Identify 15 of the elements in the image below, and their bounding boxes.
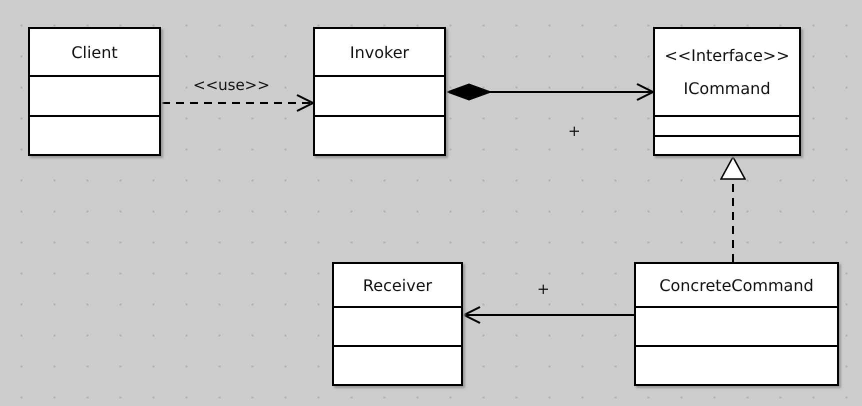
class-box: [313, 27, 446, 156]
class-box: [634, 262, 839, 386]
class-box: [332, 262, 463, 386]
class-name: Client: [71, 42, 118, 62]
realization-arrow: [720, 156, 746, 262]
stereotype: <<Interface>>: [664, 46, 790, 65]
class-box: [653, 27, 801, 156]
dependency-arrow: [162, 94, 314, 112]
class-box: [28, 27, 161, 156]
class-name: Invoker: [350, 42, 410, 62]
class-name: Receiver: [362, 276, 432, 294]
association-arrow: [463, 306, 634, 324]
class-name: ConcreteCommand: [659, 276, 814, 294]
class-name: ICommand: [684, 79, 770, 98]
composition-arrow: [446, 83, 654, 101]
